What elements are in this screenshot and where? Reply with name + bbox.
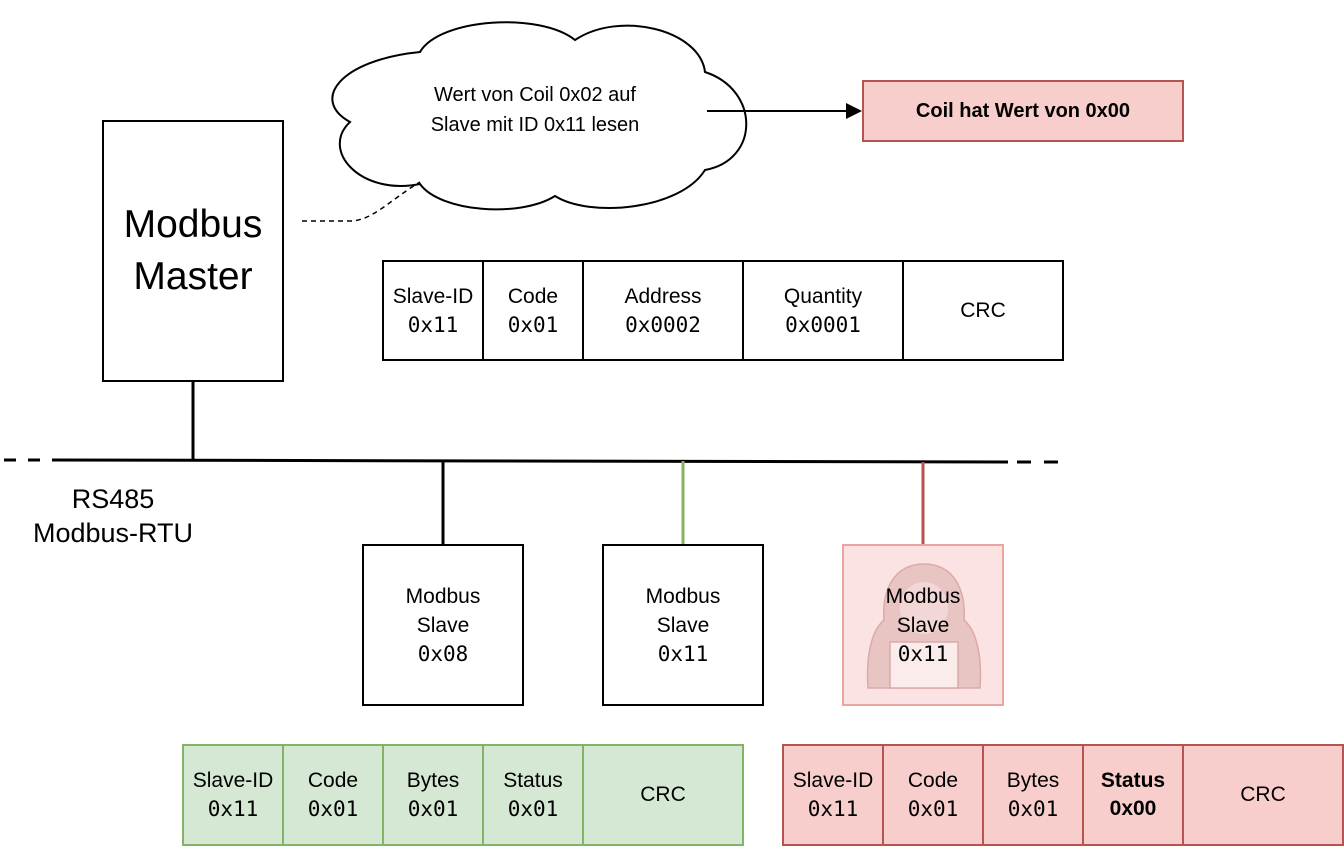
slave-line-1: Modbus	[885, 584, 961, 608]
cloud-shape	[331, 21, 748, 211]
slave-line-1: Modbus	[405, 584, 481, 608]
request-field-slave-id: Slave-ID 0x11	[384, 262, 484, 359]
field-label: CRC	[1240, 783, 1286, 806]
response-frame-legit: Slave-ID 0x11 Code 0x01 Bytes 0x01 Statu…	[182, 744, 744, 846]
request-frame: Slave-ID 0x11 Code 0x01 Address 0x0002 Q…	[382, 260, 1064, 361]
slave-line-2: Slave	[656, 613, 710, 637]
result-arrow-head	[846, 103, 862, 119]
bus-label-line-2: Modbus-RTU	[32, 518, 194, 548]
field-label: Quantity	[783, 284, 863, 308]
field-value: 0x01	[507, 312, 559, 337]
field-value: 0x01	[307, 797, 359, 821]
field-value: 0x01	[407, 797, 459, 821]
field-value: 0x11	[807, 797, 859, 821]
response-frame-spoofed: Slave-ID 0x11 Code 0x01 Bytes 0x01 Statu…	[782, 744, 1344, 846]
request-field-quantity: Quantity 0x0001	[744, 262, 904, 359]
field-label: Bytes	[1006, 769, 1060, 792]
cloud-line-1: Wert von Coil 0x02 auf	[434, 84, 636, 106]
response-field-slave-id: Slave-ID 0x11	[184, 746, 284, 844]
response-field-bytes: Bytes 0x01	[984, 746, 1084, 844]
field-label: Address	[624, 284, 702, 308]
bus-label: RS485 Modbus-RTU	[10, 482, 216, 550]
modbus-slave-0x11: Modbus Slave 0x11	[602, 544, 764, 706]
callout-dashed-line	[302, 181, 421, 222]
response-field-code: Code 0x01	[884, 746, 984, 844]
slave-line-1: Modbus	[645, 584, 721, 608]
field-value: 0x00	[1109, 797, 1157, 820]
bus-label-line-1: RS485	[71, 484, 155, 514]
field-value: 0x01	[507, 797, 559, 821]
field-value: 0x01	[907, 797, 959, 821]
field-value: 0x11	[407, 312, 459, 337]
field-value: 0x0001	[785, 312, 861, 337]
field-label: Status	[1100, 769, 1166, 792]
response-field-bytes: Bytes 0x01	[384, 746, 484, 844]
slave-id: 0x08	[417, 641, 469, 666]
field-value: 0x0002	[625, 312, 701, 337]
response-field-slave-id: Slave-ID 0x11	[784, 746, 884, 844]
response-field-status: Status 0x01	[484, 746, 584, 844]
request-field-address: Address 0x0002	[584, 262, 744, 359]
response-field-crc: CRC	[584, 746, 742, 844]
field-label: Code	[507, 284, 559, 308]
field-value: 0x11	[207, 797, 259, 821]
bus-line	[51, 458, 1009, 464]
modbus-slave-0x08: Modbus Slave 0x08	[362, 544, 524, 706]
field-label: CRC	[640, 783, 686, 806]
attacker-slave-label: Modbus Slave 0x11	[844, 546, 1002, 704]
master-line-1: Modbus	[123, 203, 263, 246]
request-field-crc: CRC	[904, 262, 1062, 359]
result-box: Coil hat Wert von 0x00	[862, 80, 1184, 142]
field-label: Code	[907, 769, 959, 792]
cloud-line-2: Slave mit ID 0x11 lesen	[430, 114, 640, 136]
slave-id: 0x11	[657, 641, 709, 666]
slave-line-2: Slave	[896, 613, 950, 637]
modbus-slave-attacker: Modbus Slave 0x11	[842, 544, 1004, 706]
field-label: CRC	[960, 298, 1006, 322]
request-field-code: Code 0x01	[484, 262, 584, 359]
response-field-crc: CRC	[1184, 746, 1342, 844]
cloud-text: Wert von Coil 0x02 auf Slave mit ID 0x11…	[380, 80, 690, 142]
hacker-icon	[866, 563, 982, 689]
modbus-master: Modbus Master	[102, 120, 284, 382]
field-label: Slave-ID	[392, 284, 474, 308]
slave-id: 0x11	[897, 641, 949, 666]
field-label: Slave-ID	[792, 769, 874, 792]
response-field-status: Status 0x00	[1084, 746, 1184, 844]
field-label: Status	[503, 769, 563, 792]
response-field-code: Code 0x01	[284, 746, 384, 844]
result-text: Coil hat Wert von 0x00	[915, 99, 1131, 122]
slave-line-2: Slave	[416, 613, 470, 637]
master-line-2: Master	[133, 255, 253, 298]
field-label: Bytes	[406, 769, 460, 792]
field-label: Code	[307, 769, 359, 792]
field-value: 0x01	[1007, 797, 1059, 821]
field-label: Slave-ID	[192, 769, 274, 792]
